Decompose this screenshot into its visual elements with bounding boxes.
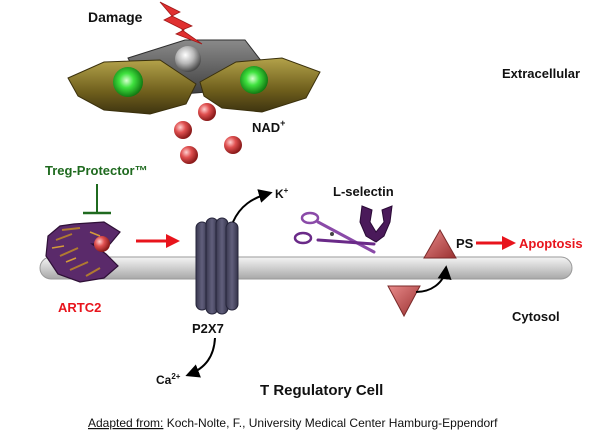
- bound-nad-molecule: [94, 236, 110, 252]
- inhibition-bar-icon: [83, 184, 111, 215]
- treg-protector-label: Treg-Protector™: [45, 163, 148, 178]
- k-efflux-arrow: [232, 189, 273, 223]
- credit-text: Koch-Nolte, F., University Medical Cente…: [163, 416, 498, 430]
- ca-influx-arrow: [185, 337, 216, 378]
- nad-molecule: [174, 121, 192, 139]
- artc2-label: ARTC2: [58, 300, 101, 315]
- cell-title: T Regulatory Cell: [260, 382, 383, 399]
- damaged-cells-illustration: [67, 39, 321, 115]
- nad-label: NAD+: [252, 118, 285, 135]
- ca-ion-label: Ca2+: [156, 372, 181, 387]
- nad-molecule: [180, 146, 198, 164]
- nucleus-left: [113, 67, 143, 97]
- l-selectin-fragment: [359, 205, 393, 243]
- cytosol-label: Cytosol: [512, 309, 560, 324]
- cell-membrane: [39, 256, 573, 280]
- red-arrow-to-p2x7: [136, 234, 180, 248]
- p2x7-label: P2X7: [192, 321, 224, 336]
- p2x7-channel: [195, 217, 239, 315]
- credit-line: Adapted from: Koch-Nolte, F., University…: [88, 416, 498, 430]
- lightning-bolt-icon: [159, 1, 203, 45]
- ps-label: PS: [456, 236, 474, 251]
- nad-molecule: [198, 103, 216, 121]
- damage-label: Damage: [88, 9, 143, 25]
- k-ion-label: K+: [275, 186, 289, 201]
- grey-nucleus: [175, 46, 201, 72]
- ps-triangle-outer: [423, 228, 457, 259]
- nad-molecules: [174, 103, 242, 164]
- l-selectin-label: L-selectin: [333, 184, 394, 199]
- extracellular-label: Extracellular: [502, 66, 580, 81]
- red-arrow-to-apoptosis: [476, 236, 516, 250]
- apoptosis-label: Apoptosis: [519, 236, 583, 251]
- ps-triangle-inner: [387, 285, 421, 318]
- nad-molecule: [224, 136, 242, 154]
- credit-prefix: Adapted from:: [88, 416, 163, 430]
- artc2-enzyme-illustration: [45, 221, 121, 283]
- ps-flip-arrow: [415, 265, 452, 293]
- scissors-icon: [293, 211, 376, 254]
- nucleus-right: [240, 66, 268, 94]
